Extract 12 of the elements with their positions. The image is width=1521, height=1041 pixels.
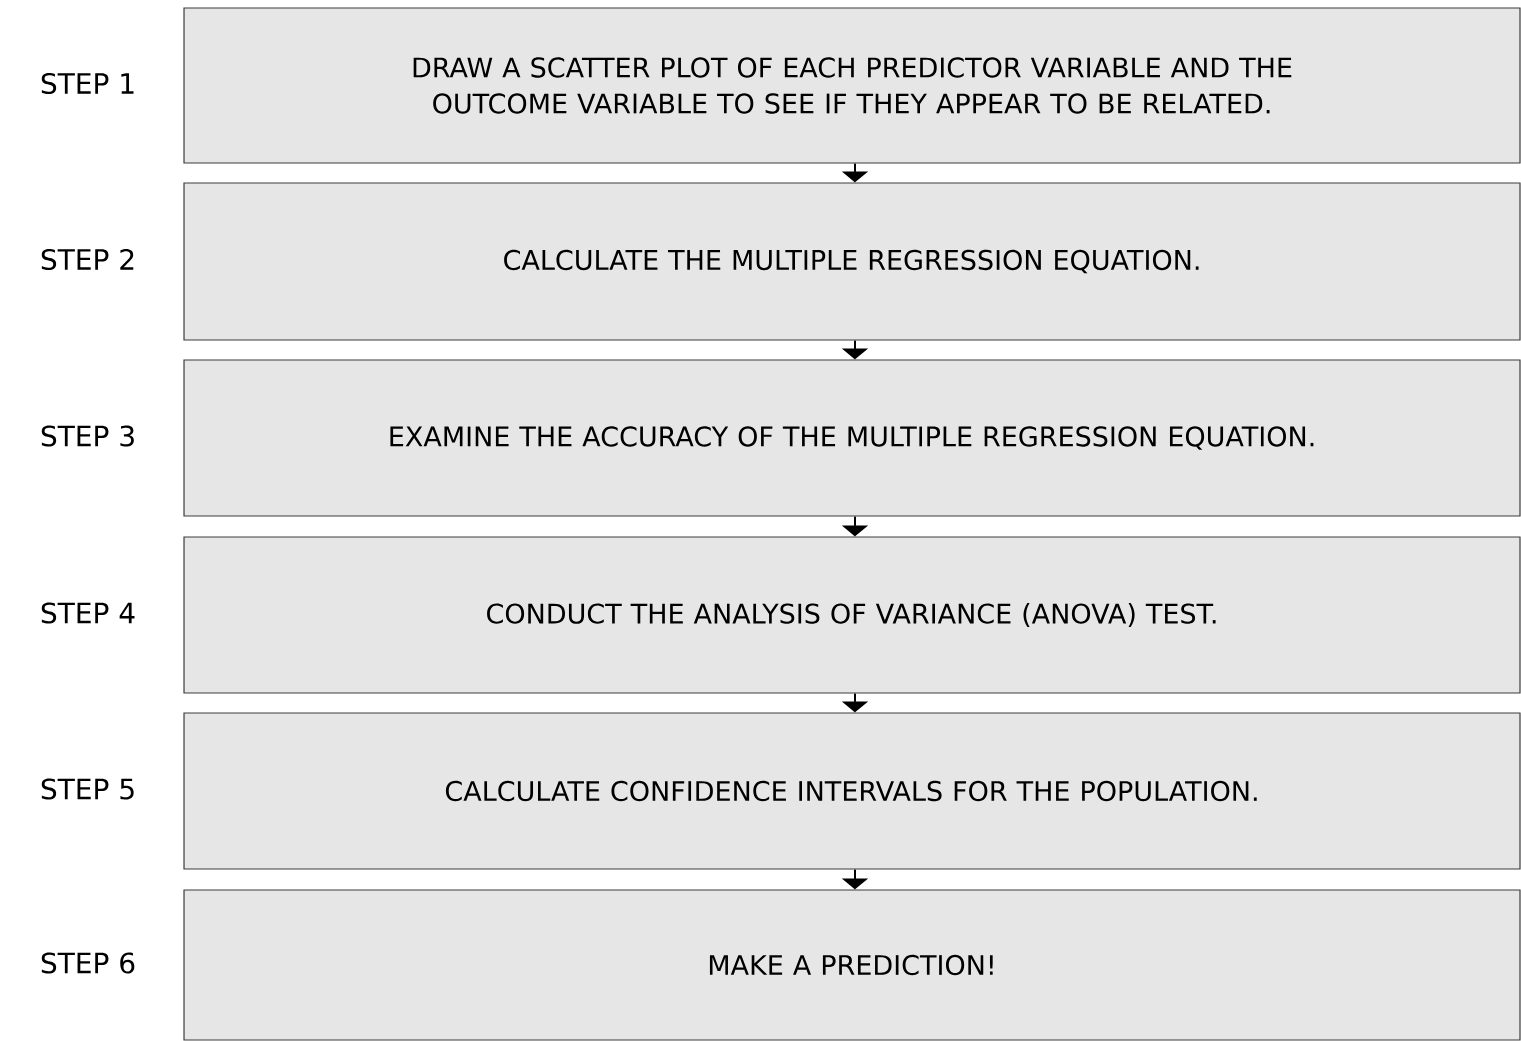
step-label: STEP 6	[41, 952, 135, 974]
step-label: STEP 1	[41, 72, 134, 95]
step-label: STEP 4	[41, 602, 135, 624]
step-box: DRAW A SCATTER PLOT OF EACH PREDICTOR VARIABLE AND THE OUTCOME VARIABLE TO SEE IF THEY APPEAR TO BE RELATED.	[183, 7, 1521, 164]
step-label: STEP 2	[41, 248, 134, 271]
step-box: CALCULATE THE MULTIPLE REGRESSION EQUATION.	[183, 182, 1521, 341]
step-box: CONDUCT THE ANALYSIS OF VARIANCE (ANOVA) TEST.	[183, 536, 1521, 694]
step-label: STEP 3	[41, 425, 134, 447]
step-box: EXAMINE THE ACCURACY OF THE MULTIPLE REGRESSION EQUATION.	[183, 359, 1521, 517]
step-label: STEP 5	[41, 778, 134, 800]
step-box: MAKE A PREDICTION!	[183, 889, 1521, 1041]
step-box: CALCULATE CONFIDENCE INTERVALS FOR THE POPULATION.	[183, 712, 1521, 870]
